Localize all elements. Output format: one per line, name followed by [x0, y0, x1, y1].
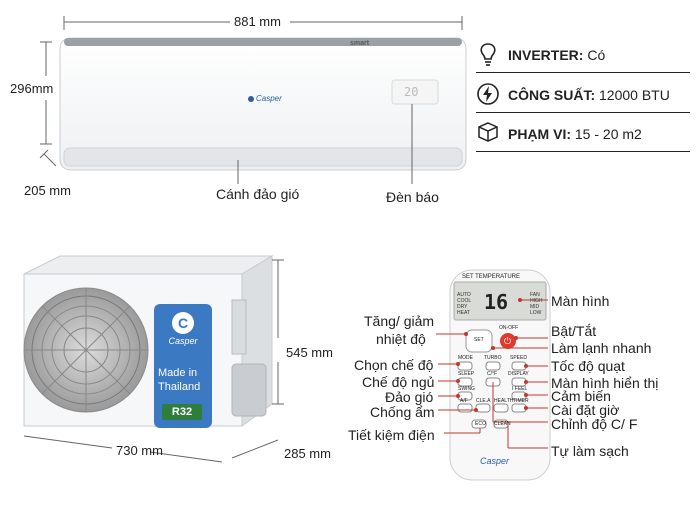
remote-ifeel-button[interactable]: I FEEL — [512, 386, 528, 392]
outdoor-width-label: 730 mm — [116, 443, 163, 458]
spec-range: PHẠM VI: 15 - 20 m2 — [508, 126, 642, 142]
remote-mode-button[interactable]: MODE — [458, 355, 473, 361]
spec-power: CÔNG SUẤT: 12000 BTU — [508, 87, 670, 103]
label-mode: Chọn chế độ — [354, 357, 434, 373]
flap-label: Cánh đảo gió — [216, 186, 300, 202]
indoor-display: 20 — [404, 85, 419, 99]
indoor-height-label: 296mm — [10, 81, 54, 96]
outdoor-logo: C Casper — [162, 312, 204, 346]
label-sleep: Chế độ ngủ — [362, 374, 435, 390]
label-eco: Tiết kiệm điện — [348, 427, 435, 443]
remote-control — [449, 269, 551, 481]
remote-sleep-button[interactable]: SLEEP — [458, 371, 475, 377]
remote-clean-button[interactable]: CLEAN — [494, 421, 511, 427]
led-label: Đèn báo — [386, 189, 439, 205]
remote-eco-button[interactable]: ECO — [475, 421, 486, 427]
label-swing: Đảo gió — [385, 389, 434, 405]
remote-turbo-button[interactable]: TURBO — [484, 355, 502, 361]
indoor-top-label: smart — [350, 40, 370, 47]
label-ifeel: Cảm biến — [551, 388, 611, 404]
label-cf: Chỉnh độ C/ F — [551, 416, 638, 432]
power-bolt-icon — [477, 83, 499, 105]
label-clean: Tự làm sạch — [551, 443, 629, 459]
remote-callouts-left — [436, 332, 481, 434]
remote-cf-button[interactable]: C/°F — [487, 371, 498, 377]
cube-icon — [478, 122, 498, 142]
remote-set-button[interactable]: SET — [474, 337, 484, 343]
remote-speed-button[interactable]: SPEED — [510, 355, 527, 361]
indoor-depth-dimension — [39, 149, 57, 167]
label-turbo: Làm lạnh nhanh — [551, 340, 652, 356]
remote-af-button[interactable]: A/F — [460, 398, 468, 404]
label-temp-2: nhiệt độ — [376, 331, 426, 347]
label-onoff: Bật/Tắt — [551, 323, 597, 339]
spec-row-power: CÔNG SUẤT: 12000 BTU — [476, 78, 690, 113]
remote-brand: Casper — [480, 456, 510, 466]
indoor-unit — [59, 37, 467, 171]
refrigerant-badge: R32 — [162, 404, 202, 420]
outdoor-unit — [23, 255, 274, 428]
indoor-brand-logo: Casper — [248, 94, 282, 103]
spec-inverter: INVERTER: Có — [508, 47, 606, 63]
remote-header: SET TEMPERATURE — [462, 274, 521, 280]
outdoor-made-in: Made in Thailand — [158, 367, 201, 393]
remote-display-button[interactable]: DISPLAY — [508, 371, 529, 377]
power-icon[interactable]: ⏻ — [504, 336, 512, 346]
outdoor-brand-text: Casper — [168, 336, 198, 346]
lightbulb-icon — [480, 43, 496, 66]
label-screen: Màn hình — [551, 293, 610, 309]
label-dehumid: Chống ẩm — [370, 404, 435, 420]
indoor-height-dimension — [40, 41, 52, 145]
label-temp-1: Tăng/ giảm — [364, 313, 435, 329]
remote-temp: 16 — [484, 290, 509, 314]
label-display: Màn hình hiển thị — [551, 375, 659, 391]
remote-health-button[interactable]: HEALTH — [494, 398, 514, 404]
outdoor-height-label: 545 mm — [286, 345, 333, 360]
indoor-width-label: 881 mm — [234, 14, 281, 29]
remote-onoff-caption: ON-OFF — [499, 325, 519, 331]
remote-swing-button[interactable]: SWING — [458, 386, 475, 392]
spec-row-range: PHẠM VI: 15 - 20 m2 — [476, 117, 690, 152]
indoor-width-dimension — [63, 16, 463, 30]
remote-clea-button[interactable]: CLE.A — [476, 398, 491, 404]
indoor-depth-label: 205 mm — [24, 183, 71, 198]
remote-callouts-right — [491, 298, 548, 449]
label-timer: Cài đặt giờ — [551, 402, 620, 418]
label-speed: Tốc độ quạt — [551, 358, 625, 374]
remote-timer-button[interactable]: TIMER — [513, 398, 529, 404]
outdoor-depth-label: 285 mm — [284, 446, 331, 461]
spec-row-inverter: INVERTER: Có — [476, 38, 690, 73]
outdoor-dimensions — [23, 259, 284, 463]
indoor-brand-text: Casper — [256, 94, 282, 103]
